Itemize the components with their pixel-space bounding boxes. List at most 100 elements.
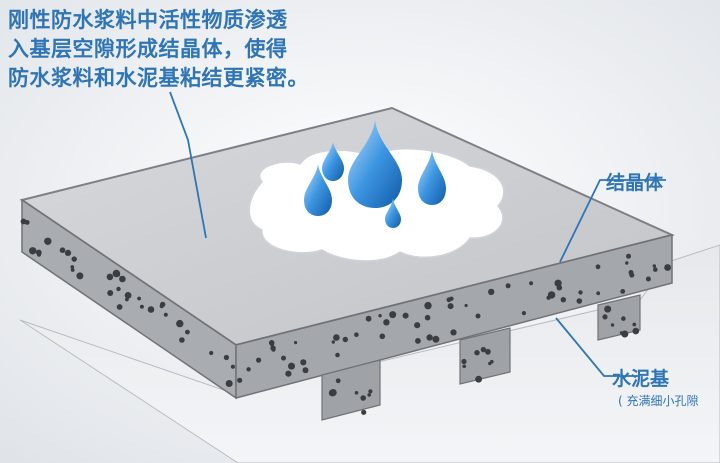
pore-dot: [119, 275, 126, 283]
pore-dot: [578, 290, 583, 295]
pore-dot: [159, 304, 164, 309]
pore-dot: [335, 352, 340, 358]
pore-dot: [521, 311, 527, 316]
pore-dot: [342, 336, 348, 343]
pore-dot: [294, 341, 298, 345]
pore-dot: [333, 334, 340, 341]
pore-dot: [475, 313, 481, 319]
caption-line-3: 防水浆料和水泥基粘结更紧密。: [8, 66, 309, 90]
pore-dot: [335, 378, 341, 384]
pore-dot: [547, 291, 556, 299]
pore-dot: [556, 284, 563, 291]
pore-dot: [179, 337, 185, 343]
pore-dot: [64, 249, 72, 256]
pore-dot: [626, 253, 631, 259]
pore-dot: [256, 357, 262, 363]
protrusion-middle: [459, 327, 511, 385]
pore-dot: [632, 327, 640, 335]
pore-dot: [246, 367, 251, 372]
pore-dot: [354, 332, 359, 338]
pore-dot: [70, 268, 75, 272]
pore-dot: [365, 315, 372, 322]
droplet-right: [418, 150, 446, 205]
pore-dot: [106, 273, 114, 281]
pore-dot: [632, 322, 637, 327]
pore-dot: [107, 290, 114, 296]
pore-dot: [70, 265, 75, 269]
pore-dot: [474, 350, 480, 356]
pore-dot: [653, 267, 658, 272]
droplet-tiny: [385, 198, 401, 228]
pore-dot: [163, 312, 168, 317]
pore-dot: [124, 292, 132, 299]
description-caption: 刚性防水浆料中活性物质渗透 入基层空隙形成结晶体，使得 防水浆料和水泥基粘结更紧…: [8, 6, 348, 93]
caption-line-2: 入基层空隙形成结晶体，使得: [8, 37, 288, 61]
droplet-small-top: [322, 142, 344, 181]
pore-dot: [360, 395, 367, 401]
pore-dot: [446, 297, 452, 303]
pore-dot: [378, 314, 382, 318]
pore-dot: [652, 264, 656, 268]
pore-dot: [230, 364, 235, 369]
pore-dot: [447, 303, 454, 310]
crystal-leader-line: [559, 179, 666, 263]
pore-dot: [464, 303, 468, 308]
pore-dot: [281, 355, 286, 361]
pore-dot: [225, 380, 233, 387]
pore-dot: [76, 272, 84, 280]
pore-dot: [389, 311, 397, 319]
pore-dot: [596, 291, 601, 296]
crystal-label: 结晶体: [606, 172, 664, 194]
caption-leader-line: [169, 91, 207, 239]
droplet-left: [304, 164, 332, 216]
pore-dot: [368, 389, 373, 394]
pore-dot: [288, 362, 295, 370]
pore-dot: [176, 319, 184, 328]
pore-dot: [147, 306, 155, 313]
pore-dot: [185, 329, 190, 335]
pore-dot: [71, 256, 77, 262]
pore-dot: [367, 393, 372, 397]
cement-leader-line: [555, 317, 640, 377]
pore-dot: [629, 272, 635, 278]
pore-dot: [379, 333, 386, 340]
pore-dots: [20, 218, 671, 415]
pore-dot: [488, 288, 495, 296]
pore-dot: [112, 269, 121, 278]
pore-dot: [505, 283, 511, 289]
pore-dot: [223, 354, 229, 361]
pore-dot: [383, 319, 390, 326]
pore-dot: [625, 261, 629, 265]
pore-dot: [116, 304, 123, 310]
protrusion-left: [321, 359, 381, 421]
pore-dot: [432, 335, 440, 343]
pore-dot: [414, 322, 421, 329]
pore-dot: [139, 304, 144, 309]
slab-right-face: [235, 234, 673, 399]
pore-dot: [490, 359, 494, 364]
pore-dot: [116, 286, 121, 292]
pore-dot: [331, 340, 335, 344]
pore-dot: [329, 389, 337, 397]
pore-dot: [354, 391, 359, 395]
pore-dot: [610, 323, 615, 327]
droplet-large: [348, 120, 402, 208]
pore-dot: [29, 247, 37, 255]
pore-dot: [485, 348, 491, 355]
cement-note: ( 充满细小孔隙: [618, 394, 699, 408]
pore-dot: [36, 252, 42, 257]
pore-dot: [300, 359, 307, 366]
pore-dot: [665, 266, 670, 271]
cement-label: 水泥基: [612, 368, 670, 390]
pore-dot: [44, 237, 52, 245]
pore-dot: [137, 296, 142, 301]
pore-dot: [237, 377, 243, 383]
pore-dot: [645, 276, 651, 282]
pore-dot: [426, 334, 433, 341]
pore-dot: [285, 370, 292, 377]
pore-dot: [529, 281, 534, 286]
pore-dot: [59, 247, 66, 253]
pore-dot: [480, 346, 487, 353]
pore-dot: [402, 312, 409, 319]
